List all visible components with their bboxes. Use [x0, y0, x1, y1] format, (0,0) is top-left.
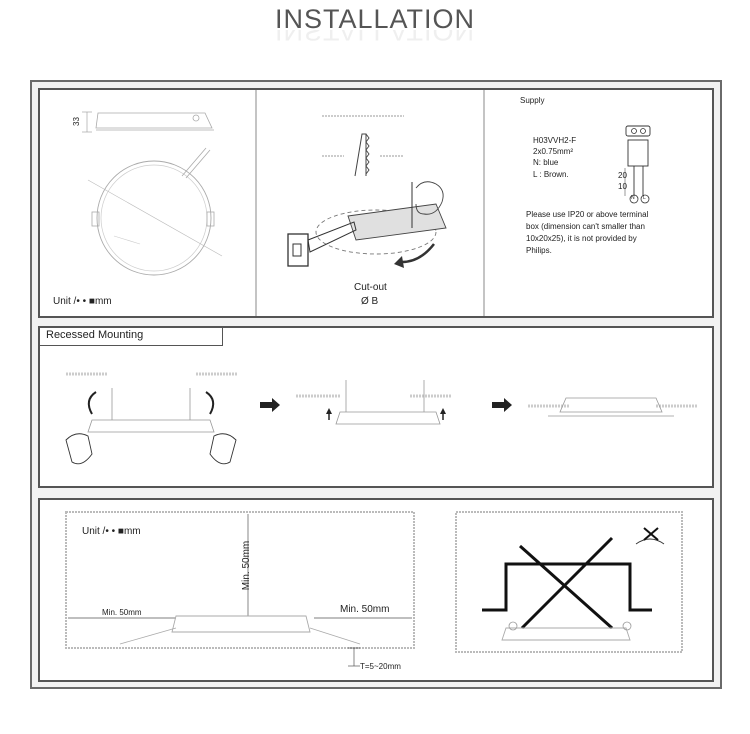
panel-recessed-mounting	[38, 326, 714, 488]
cable-type: H03VVH2-F	[533, 136, 577, 145]
dim-10-label: 10	[618, 182, 627, 191]
recessed-mounting-heading: Recessed Mounting	[40, 328, 223, 346]
page-title: INSTALLATION	[274, 4, 476, 34]
panel-clearance	[38, 498, 714, 682]
min-left-label: Min. 50mm	[102, 608, 142, 617]
min-right-label: Min. 50mm	[340, 604, 390, 615]
terminal-note-1: Please use IP20 or above terminal	[526, 210, 649, 219]
min-height-label: Min. 50mm	[241, 540, 253, 591]
terminal-n-label: N	[631, 195, 635, 201]
supply-heading: Supply	[520, 96, 545, 105]
terminal-note-3: 10x20x25), it is not provided by	[526, 234, 637, 243]
cable-neutral: N: blue	[533, 158, 559, 167]
thickness-label: T=5~20mm	[360, 662, 401, 671]
dim-20-label: 20	[618, 171, 627, 180]
cutout-label: Cut-out	[354, 282, 387, 293]
cable-live: L : Brown.	[533, 170, 569, 179]
cutout-diameter: Ø B	[361, 296, 379, 307]
terminal-note-2: box (dimension can't smaller than	[526, 222, 645, 231]
unit-label-top: Unit /• • ■mm	[53, 296, 112, 307]
unit-label-bottom: Unit /• • ■mm	[82, 526, 141, 537]
panel-dimensions	[38, 88, 714, 318]
cable-section: 2x0.75mm²	[533, 147, 574, 156]
terminal-note-4: Philips.	[526, 246, 552, 255]
terminal-l-label: L	[643, 195, 646, 201]
